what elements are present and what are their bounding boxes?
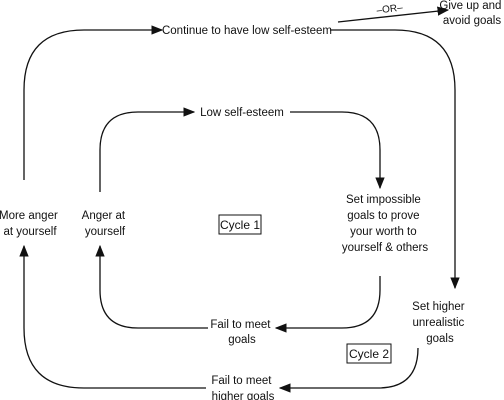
outer-arrow-left [19,244,206,389]
inner-arrow-right [290,111,385,190]
inner-arrow-top [99,107,196,192]
cycle-2-box [346,343,392,364]
anger-at-yourself-label: Anger at yourself [82,210,129,238]
fail-to-meet-goals-label: Fail to meet goals [210,319,273,346]
cycle-1-box [218,214,262,235]
cycle-2-label: Cycle 2 [349,347,389,361]
or-label: –OR– [376,2,404,16]
outer-arrow-bottom [278,347,419,393]
outer-arrow-top [23,25,164,180]
inner-arrow-bottom [274,276,381,333]
more-anger-label: More anger at yourself [0,210,61,238]
inner-arrow-left [95,244,208,329]
give-up-label: Give up and avoid goals [439,0,504,27]
cycle-1-label: Cycle 1 [220,218,260,232]
set-impossible-goals-label: Set impossible goals to prove your worth… [342,194,429,254]
low-self-esteem-label: Low self-esteem [200,107,284,119]
continue-low-self-esteem-label: Continue to have low self-esteem [162,25,332,37]
fail-to-meet-higher-goals-label: Fail to meet higher goals [211,375,274,400]
branch-arrow-or [337,6,450,23]
outer-arrow-right [330,29,460,290]
set-higher-goals-label: Set higher unrealistic goals [412,301,468,345]
